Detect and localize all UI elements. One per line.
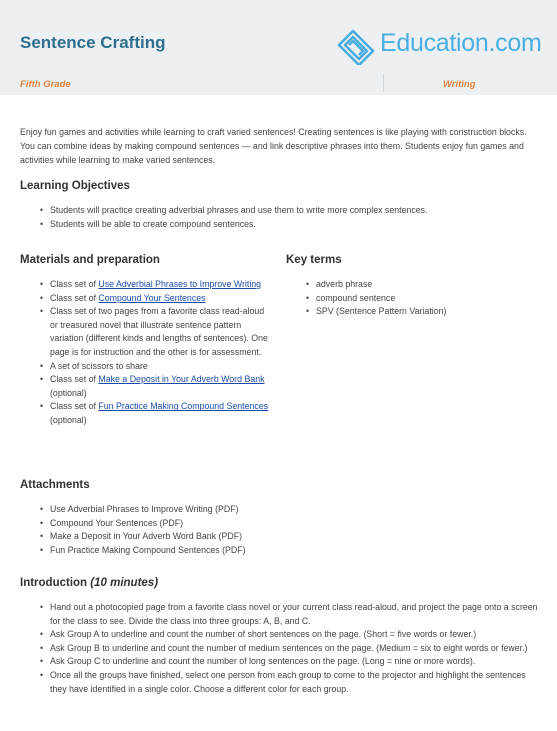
grade-label: Fifth Grade (20, 79, 71, 90)
attachments-list: Use Adverbial Phrases to Improve Writing… (38, 503, 538, 557)
attachment-item: Make a Deposit in Your Adverb Word Bank … (38, 530, 538, 544)
logo-text: Education.com (380, 29, 542, 57)
material-item: A set of scissors to share (38, 360, 270, 374)
material-text: A set of scissors to share (50, 360, 148, 371)
material-link[interactable]: Make a Deposit in Your Adverb Word Bank (98, 374, 265, 385)
material-text: Class set of (50, 279, 99, 289)
material-item: Class set of Fun Practice Making Compoun… (38, 400, 270, 427)
page-title: Sentence Crafting (20, 33, 166, 52)
education-logo[interactable]: Education.com (335, 25, 545, 65)
introduction-step: Hand out a photocopied page from a favor… (38, 601, 540, 628)
material-item: Class set of Make a Deposit in Your Adve… (38, 373, 270, 400)
material-note: (optional) (50, 387, 87, 398)
key-term-item: compound sentence (304, 292, 534, 306)
header-divider (383, 74, 384, 92)
materials-list: Class set of Use Adverbial Phrases to Im… (38, 278, 270, 428)
attachment-item: Compound Your Sentences (PDF) (38, 517, 538, 531)
introduction-step: Ask Group A to underline and count the n… (38, 628, 540, 642)
key-terms-heading: Key terms (286, 254, 342, 266)
introduction-list: Hand out a photocopied page from a favor… (38, 601, 540, 696)
material-item: Class set of two pages from a favorite c… (38, 305, 270, 359)
intro-paragraph: Enjoy fun games and activities while lea… (20, 127, 527, 165)
key-term-item: SPV (Sentence Pattern Variation) (304, 305, 534, 319)
material-note: (optional) (50, 414, 87, 425)
introduction-step: Once all the groups have finished, selec… (38, 669, 540, 696)
objective-item: Students will practice creating adverbia… (38, 204, 538, 218)
introduction-heading-text: Introduction (20, 577, 88, 589)
header-band (0, 0, 557, 95)
pencil-logo-icon (337, 29, 375, 65)
objectives-list: Students will practice creating adverbia… (38, 204, 538, 231)
material-item: Class set of Use Adverbial Phrases to Im… (38, 278, 270, 292)
objectives-heading: Learning Objectives (20, 180, 130, 192)
material-text: Class set of two pages from a favorite c… (50, 306, 268, 357)
key-term-item: adverb phrase (304, 278, 534, 292)
attachment-item: Fun Practice Making Compound Sentences (… (38, 544, 538, 558)
material-item: Class set of Compound Your Sentences (38, 292, 270, 306)
material-text: Class set of (50, 292, 99, 303)
material-text: Class set of (50, 401, 99, 412)
introduction-step: Ask Group B to underline and count the n… (38, 642, 540, 656)
material-link[interactable]: Use Adverbial Phrases to Improve Writing (98, 279, 262, 289)
introduction-heading: Introduction (10 minutes) (20, 577, 158, 589)
material-link[interactable]: Fun Practice Making Compound Sentences (98, 401, 269, 412)
objective-item: Students will be able to create compound… (38, 218, 538, 232)
material-link[interactable]: Compound Your Sentences (98, 292, 206, 303)
key-terms-list: adverb phrasecompound sentenceSPV (Sente… (304, 278, 534, 319)
attachment-item: Use Adverbial Phrases to Improve Writing… (38, 503, 538, 517)
materials-heading: Materials and preparation (20, 254, 160, 266)
introduction-step: Ask Group C to underline and count the n… (38, 655, 540, 669)
subject-label: Writing (443, 79, 476, 90)
attachments-heading: Attachments (20, 479, 90, 491)
material-text: Class set of (50, 374, 99, 385)
introduction-duration: (10 minutes) (90, 577, 159, 589)
